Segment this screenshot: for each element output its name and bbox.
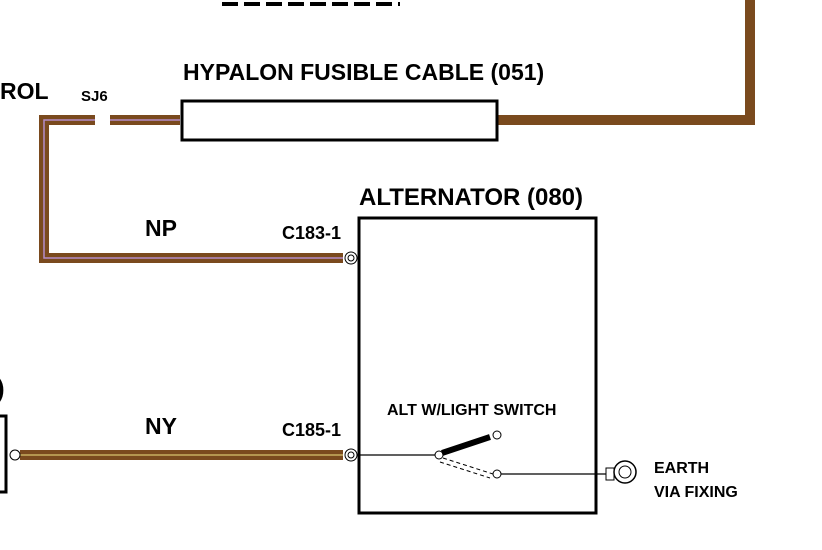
left-cut-label: ROL	[0, 78, 49, 104]
terminal-c185	[344, 448, 358, 462]
wire-np	[39, 115, 343, 263]
alternator-box	[357, 216, 598, 515]
earth-label-line1: EARTH	[654, 460, 709, 477]
switch-blade	[441, 434, 491, 456]
fusible-cable-box	[180, 99, 499, 142]
left-partial-label: )	[0, 373, 5, 403]
terminal-c183	[344, 251, 358, 265]
wire-ny-label: NY	[145, 413, 177, 439]
pin-c185-label: C185-1	[282, 420, 341, 440]
earth-terminal	[605, 460, 637, 484]
left-terminal	[9, 449, 21, 461]
cable-title: HYPALON FUSIBLE CABLE (051)	[183, 59, 544, 85]
switch-dashed-path	[442, 457, 494, 475]
switch-label: ALT W/LIGHT SWITCH	[387, 402, 556, 419]
wire-right-riser	[497, 0, 755, 125]
earth-label-line2: VIA FIXING	[654, 484, 738, 501]
left-component-edge	[0, 414, 8, 494]
alternator-title: ALTERNATOR (080)	[359, 184, 583, 211]
switch-closed-contact	[492, 469, 502, 479]
wire-np-label: NP	[145, 215, 177, 241]
switch-dashed-path-2	[439, 461, 491, 479]
switch-open-contact	[492, 430, 502, 440]
pin-c183-label: C183-1	[282, 223, 341, 243]
splice-label: SJ6	[81, 88, 108, 105]
